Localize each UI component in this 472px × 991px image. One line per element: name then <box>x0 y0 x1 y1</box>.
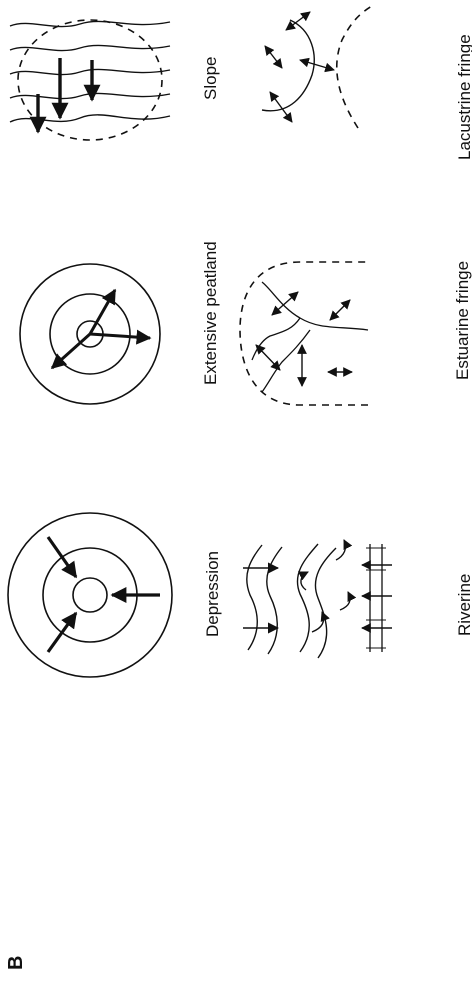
extensive-peatland-diagram <box>20 264 160 404</box>
label-lacustrine-fringe: Lacustrine fringe <box>455 34 472 160</box>
label-estuarine-fringe: Estuarine fringe <box>453 261 472 380</box>
lacustrine-fringe-diagram <box>262 6 372 128</box>
slope-diagram <box>10 20 170 140</box>
depression-diagram <box>8 513 172 677</box>
label-riverine: Riverine <box>455 574 472 636</box>
panel-letter: B <box>5 956 27 970</box>
label-depression: Depression <box>203 551 222 637</box>
estuarine-fringe-diagram <box>240 262 368 405</box>
riverine-diagram <box>243 540 392 658</box>
label-extensive-peatland: Extensive peatland <box>201 241 220 385</box>
label-slope: Slope <box>201 57 220 100</box>
